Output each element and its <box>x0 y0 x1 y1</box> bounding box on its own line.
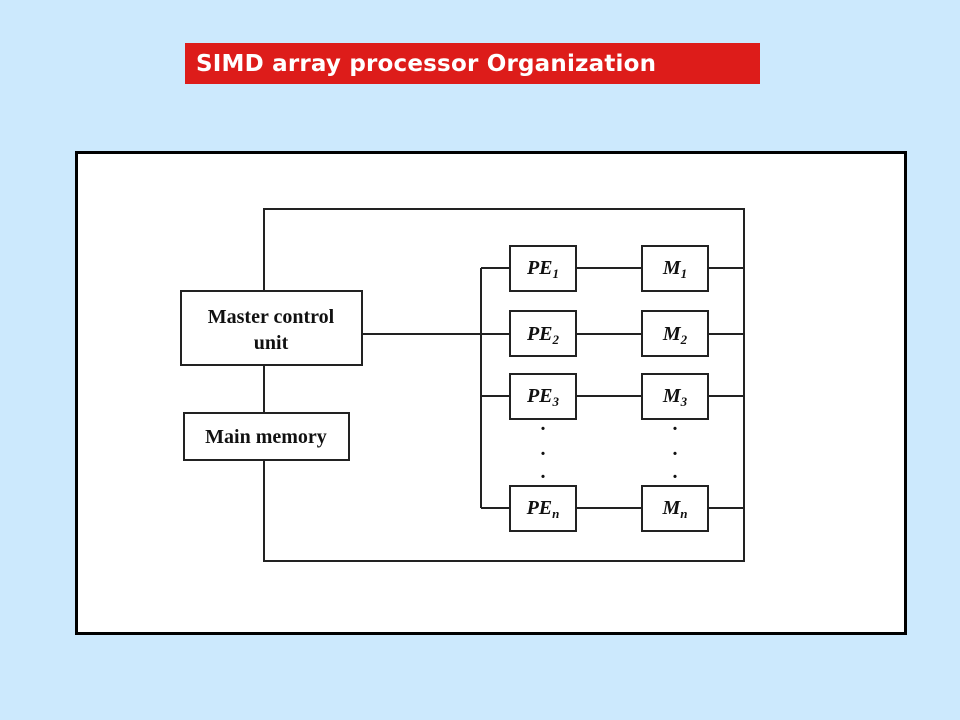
master-control-label-line1: Master control <box>208 306 335 328</box>
outer-loop-line <box>263 208 745 562</box>
m1-box <box>641 245 709 292</box>
pen-label: PEn <box>526 497 560 521</box>
m1-label: M1 <box>662 257 687 281</box>
diagram-frame <box>75 151 907 635</box>
pe-ellipsis-dot: . <box>541 413 546 435</box>
pe2-box <box>509 310 577 357</box>
m3-label: M3 <box>662 385 688 409</box>
m3-box <box>641 373 709 420</box>
main-memory-box <box>183 412 350 461</box>
pe3-box <box>509 373 577 420</box>
master-control-label-line2: unit <box>254 332 289 354</box>
diagram-boxes <box>180 245 709 532</box>
main-memory-label: Main memory <box>205 426 327 448</box>
pe1-box <box>509 245 577 292</box>
pe-ellipsis-dot: . <box>541 438 546 460</box>
mn-label: Mn <box>661 497 687 521</box>
slide-title: SIMD array processor Organization <box>196 50 657 77</box>
pe1-label: PE1 <box>526 257 559 281</box>
m-ellipsis-dot: . <box>673 438 678 460</box>
master-control-box <box>180 290 363 366</box>
pe-ellipsis-dot: . <box>541 461 546 483</box>
pen-box <box>509 485 577 532</box>
m2-box <box>641 310 709 357</box>
m-ellipsis: . . . <box>673 413 678 483</box>
pe-ellipsis: . . . <box>541 413 546 483</box>
connector-lines <box>263 208 745 562</box>
m-ellipsis-dot: . <box>673 413 678 435</box>
pe3-label: PE3 <box>526 385 560 409</box>
m-ellipsis-dot: . <box>673 461 678 483</box>
m2-label: M2 <box>662 323 688 347</box>
pe2-label: PE2 <box>526 323 560 347</box>
title-banner: SIMD array processor Organization <box>185 43 760 84</box>
mn-box <box>641 485 709 532</box>
